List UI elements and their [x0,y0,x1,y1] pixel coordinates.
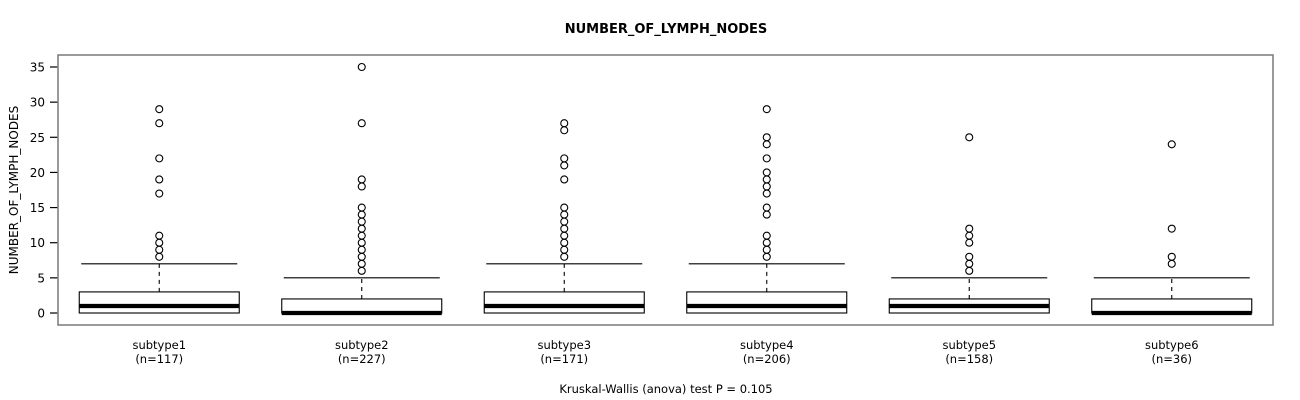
outlier-point [762,210,771,219]
chart-title: NUMBER_OF_LYMPH_NODES [565,22,768,37]
outlier-point [1167,259,1176,268]
outlier-point [155,154,164,163]
outlier-point [560,126,569,135]
box-body [281,298,443,314]
y-tick-label: 10 [30,236,45,250]
x-category-count: (n=158) [945,352,993,366]
outlier-point [155,175,164,184]
x-category-label: subtype6 [1145,338,1199,352]
x-axis-labels: subtype1(n=117)subtype2(n=227)subtype3(n… [132,338,1198,366]
y-tick-label: 15 [30,201,45,215]
x-category-count: (n=36) [1151,352,1192,366]
boxplot-group [1091,140,1253,316]
outlier-point [762,189,771,198]
footnote-text: Kruskal-Wallis (anova) test P = 0.105 [559,382,772,396]
y-tick-label: 30 [30,96,45,110]
box-body [78,291,240,314]
y-axis-label: NUMBER_OF_LYMPH_NODES [7,106,21,275]
outlier-point [965,133,974,142]
x-category-count: (n=206) [743,352,791,366]
x-category-label: subtype4 [740,338,794,352]
outlier-point [1167,224,1176,233]
outlier-point [1167,140,1176,149]
x-category-label: subtype1 [132,338,186,352]
outlier-point [357,266,366,275]
y-tick-label: 35 [30,61,45,75]
y-axis-ticks: 0 5 10 15 20 25 30 35 [30,61,58,321]
outlier-point [357,119,366,128]
outlier-point [762,252,771,261]
x-category-count: (n=117) [135,352,183,366]
box-body [686,291,848,314]
outlier-point [155,105,164,114]
x-category-count: (n=171) [540,352,588,366]
x-category-label: subtype3 [537,338,591,352]
outlier-point [965,238,974,247]
y-tick-label: 0 [37,307,45,321]
y-tick-label: 5 [37,271,45,285]
outlier-point [965,266,974,275]
x-category-count: (n=227) [338,352,386,366]
outlier-point [762,140,771,149]
box-body [483,291,645,314]
boxplot-group [686,105,848,314]
outlier-point [357,182,366,191]
outlier-point [762,154,771,163]
x-category-label: subtype5 [942,338,996,352]
outlier-point [762,105,771,114]
outlier-point [560,161,569,170]
box-body [1091,298,1253,314]
boxplot-group [78,105,240,314]
outlier-point [560,252,569,261]
boxes-layer [78,62,1253,316]
y-tick-label: 20 [30,166,45,180]
plot-frame [57,54,1274,326]
x-category-label: subtype2 [335,338,389,352]
outlier-point [155,252,164,261]
y-tick-label: 25 [30,131,45,145]
outlier-point [560,175,569,184]
boxplot-group [888,133,1050,314]
outlier-point [155,189,164,198]
boxplot-group [483,119,645,314]
outlier-point [357,62,366,72]
outlier-point [155,119,164,128]
boxplot-group [281,62,443,316]
